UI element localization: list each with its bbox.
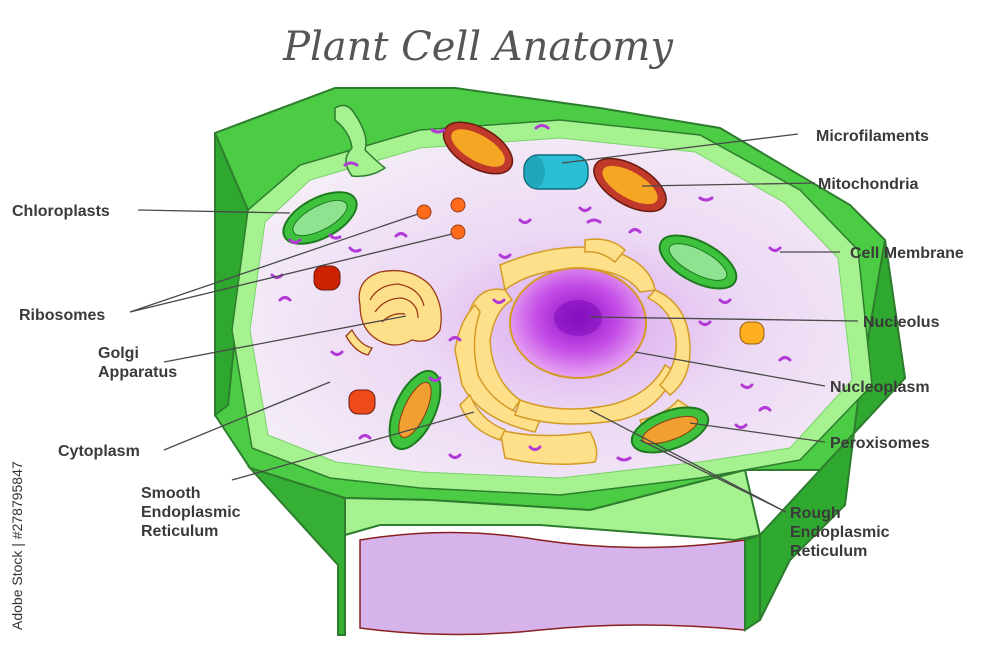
label-mitochondria: Mitochondria [818, 176, 919, 193]
diagram-title: Plant Cell Anatomy [282, 24, 674, 70]
cytoskeleton-fibers [270, 124, 792, 462]
label-chloroplasts: Chloroplasts [12, 203, 110, 220]
label-rough-er-line: Rough [790, 505, 841, 522]
nucleolus [554, 300, 602, 336]
plasmodesma [334, 104, 387, 178]
label-smooth-er-line: Reticulum [141, 523, 218, 540]
peroxisome [313, 265, 341, 291]
label-golgi-line: Apparatus [98, 364, 177, 381]
mitochondrion-2 [593, 157, 667, 213]
ribosome [450, 197, 466, 213]
ribosome [450, 224, 466, 240]
cell-wall-front-face [246, 465, 346, 636]
vacuole-cross-section [359, 531, 746, 636]
label-nucleolus: Nucleolus [863, 314, 940, 331]
label-ribosomes: Ribosomes [19, 307, 105, 324]
chloroplast-3 [388, 370, 442, 450]
label-cytoplasm: Cytoplasm [58, 443, 140, 460]
label-smooth-er: Smooth Endoplasmic Reticulum [141, 485, 245, 540]
chloroplast-2 [658, 234, 738, 290]
label-smooth-er-line: Smooth [141, 485, 201, 502]
ribosome [416, 204, 432, 220]
endoplasmic-reticulum [454, 238, 692, 465]
stock-watermark: Adobe Stock | #278795847 [9, 461, 25, 630]
microfilament-body [523, 154, 589, 190]
label-rough-er: Rough Endoplasmic Reticulum [790, 505, 894, 560]
peroxisome [348, 389, 376, 415]
label-cell-membrane: Cell Membrane [850, 245, 964, 262]
peroxisome [739, 321, 765, 345]
label-golgi-line: Golgi [98, 345, 139, 362]
label-rough-er-line: Endoplasmic [790, 524, 890, 541]
leader-lines [129, 133, 859, 513]
label-rough-er-line: Reticulum [790, 543, 867, 560]
membrane-front-band [344, 468, 762, 542]
label-microfilaments: Microfilaments [816, 128, 929, 145]
cell-wall-left-face [214, 132, 250, 418]
cell-wall-front-right [744, 533, 761, 632]
label-peroxisomes: Peroxisomes [830, 435, 930, 452]
label-nucleoplasm: Nucleoplasm [830, 379, 930, 396]
label-golgi-apparatus: Golgi Apparatus [98, 345, 177, 381]
label-smooth-er-line: Endoplasmic [141, 504, 241, 521]
